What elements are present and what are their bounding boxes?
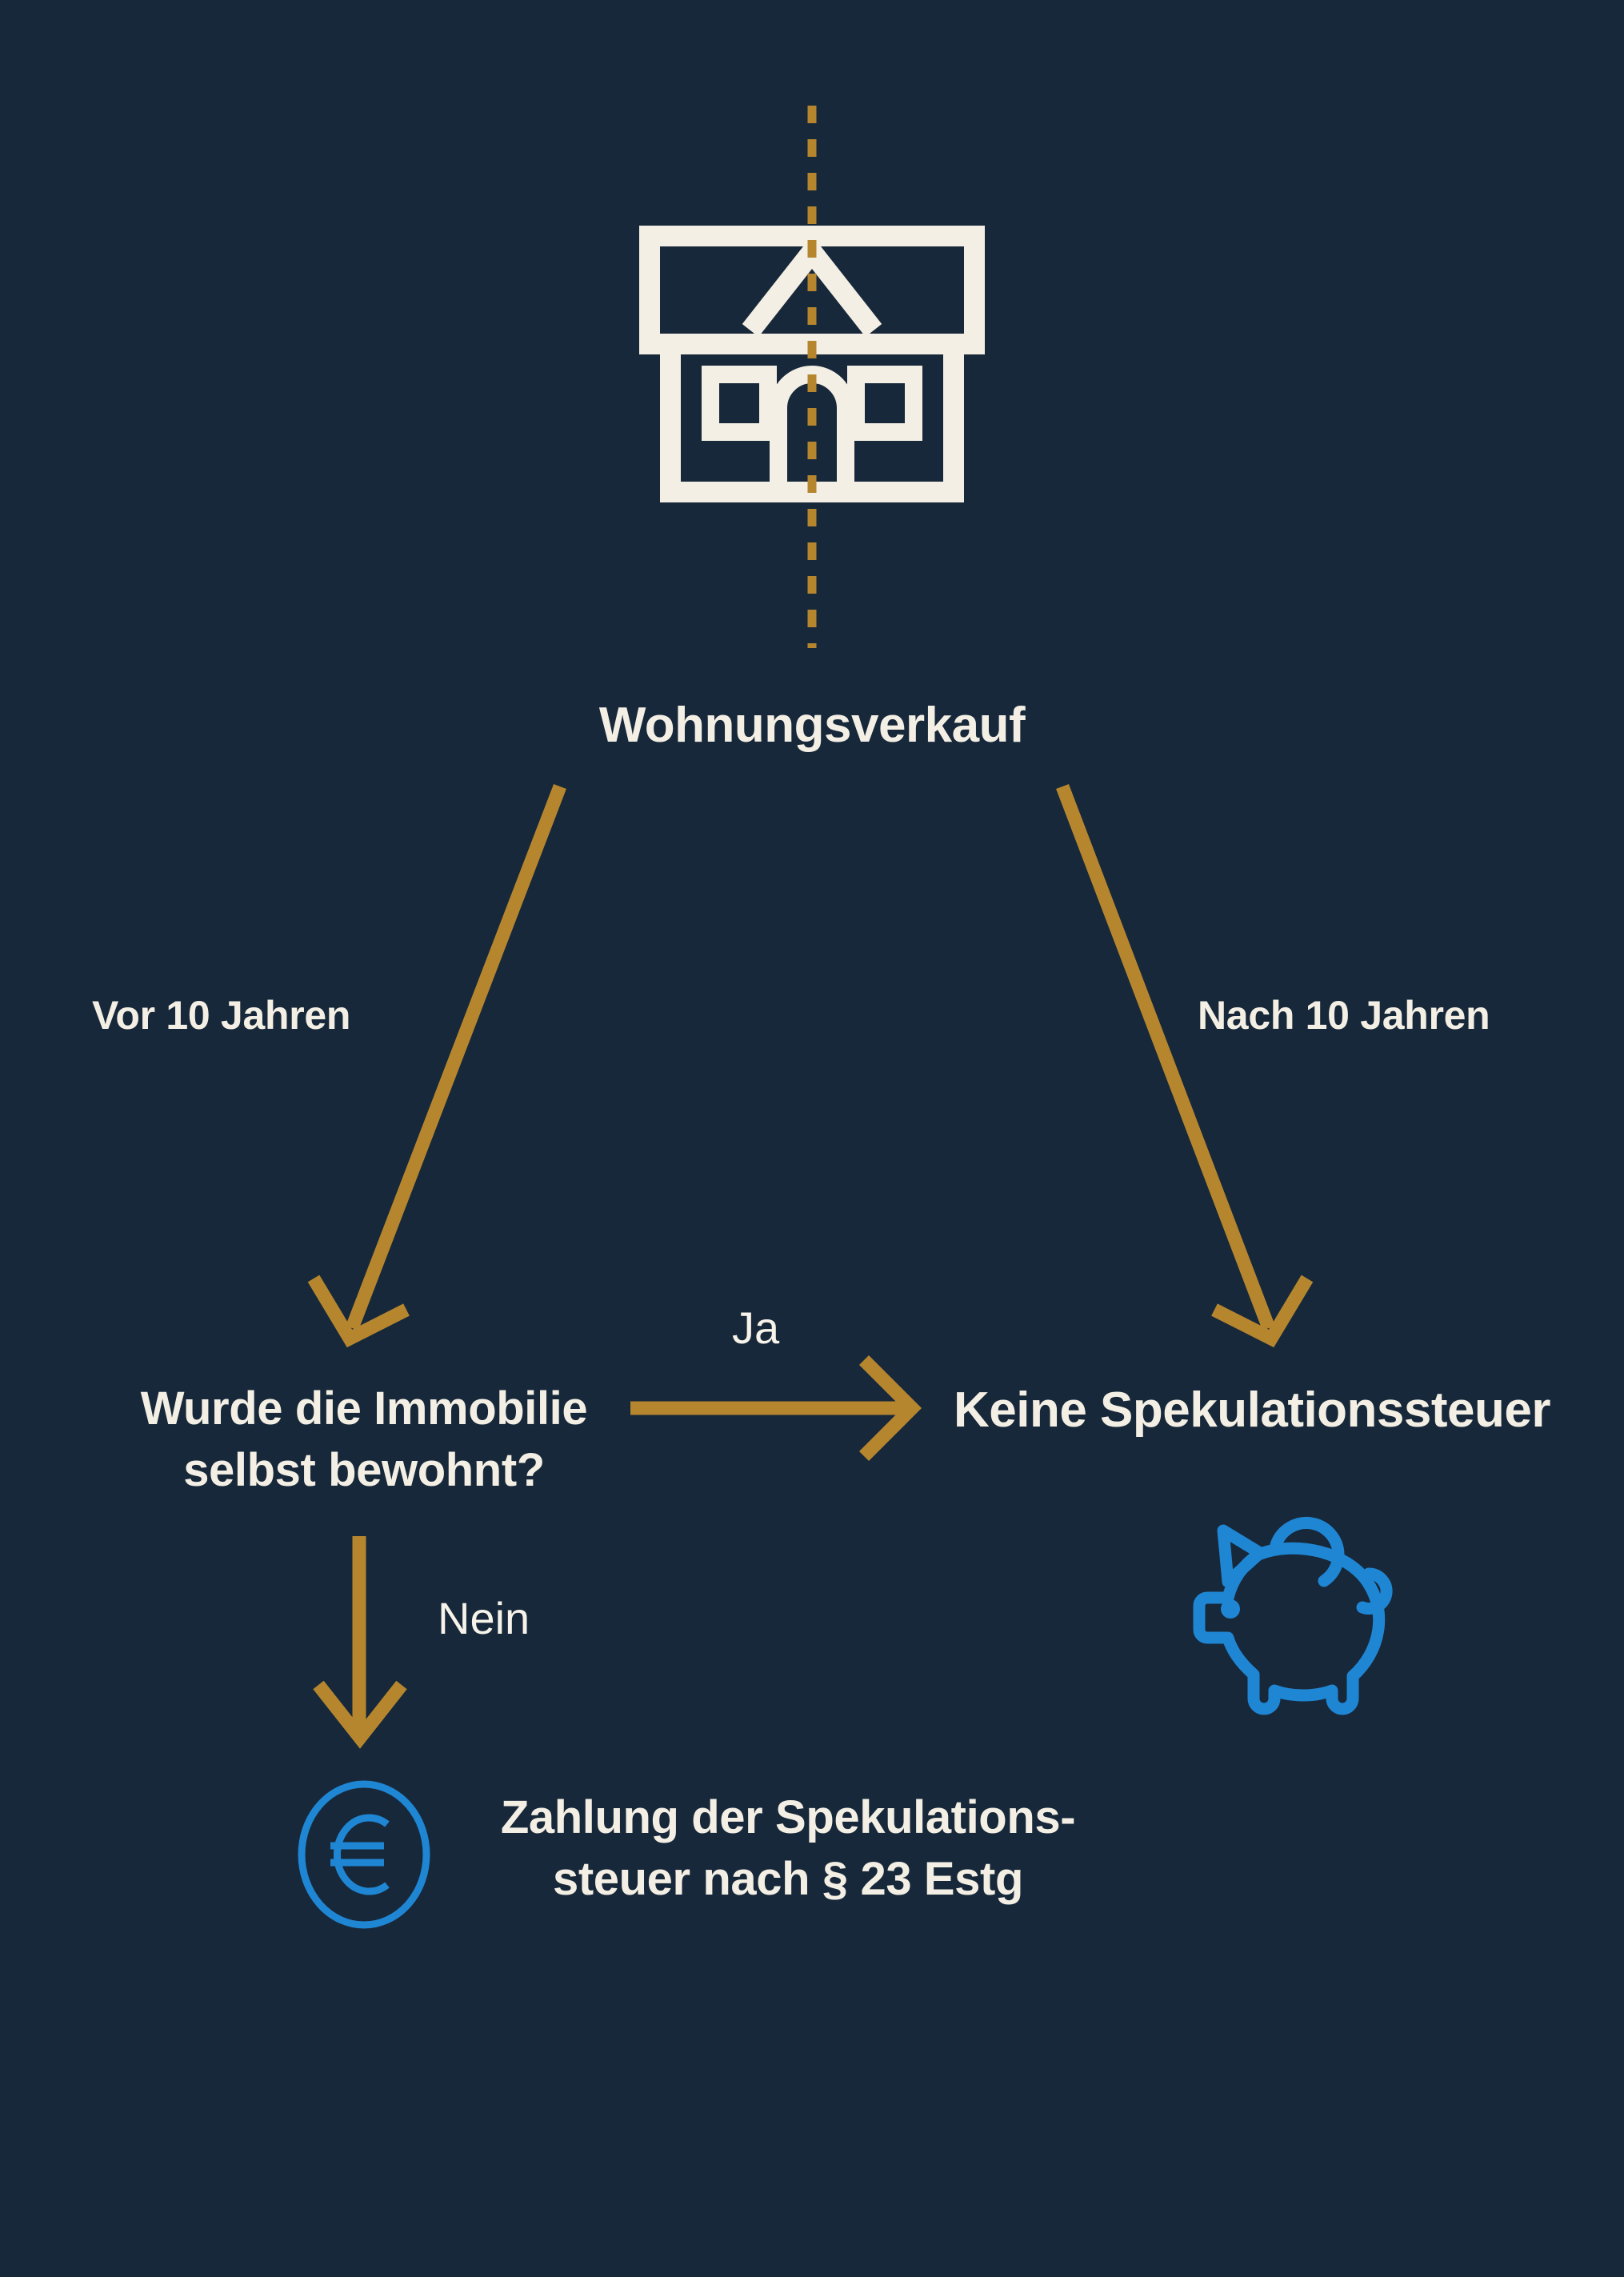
decision-node-line-1: Wurde die Immobilie — [140, 1383, 588, 1435]
euro-coin-icon — [288, 1775, 440, 1935]
piggy-coin-slot-icon — [1270, 1516, 1345, 1587]
edge-label-nein: Nein — [438, 1593, 530, 1643]
house-roof-slab-icon — [639, 226, 985, 354]
piggy-tail-icon — [1356, 1567, 1393, 1615]
outcome-node-no-tax: Keine Spekulationssteuer — [953, 1383, 1551, 1438]
page-title: Wohnungsverkauf — [598, 698, 1026, 753]
house-window-right-icon — [847, 366, 922, 441]
arrow-left-diagonal — [307, 783, 566, 1348]
decision-node-line-2: selbst bewohnt? — [183, 1443, 545, 1496]
house-window-left-icon — [702, 366, 777, 441]
euro-c-stroke-icon — [333, 1814, 390, 1895]
decision-node: Wurde die Immobilie selbst bewohnt? — [48, 1379, 680, 1501]
branch-label-left: Vor 10 Jahren — [92, 993, 351, 1038]
euro-circle-icon — [298, 1780, 430, 1929]
arrow-nein-vertical — [313, 1536, 407, 1749]
pay-tax-line-2: steuer nach § 23 Estg — [553, 1852, 1023, 1905]
edge-label-ja: Ja — [732, 1303, 780, 1353]
pay-tax-line-1: Zahlung der Spekulations- — [500, 1791, 1076, 1843]
arrow-right-diagonal — [1056, 783, 1314, 1348]
branch-label-right: Nach 10 Jahren — [1198, 993, 1490, 1038]
house-door-icon — [770, 366, 854, 492]
outcome-node-pay-tax: Zahlung der Spekulations- steuer nach § … — [456, 1787, 1120, 1910]
house-split-icon — [608, 88, 1016, 672]
piggy-eye-icon — [1221, 1599, 1240, 1619]
piggy-ear-icon — [1217, 1524, 1266, 1588]
piggy-bank-icon — [1154, 1484, 1410, 1716]
